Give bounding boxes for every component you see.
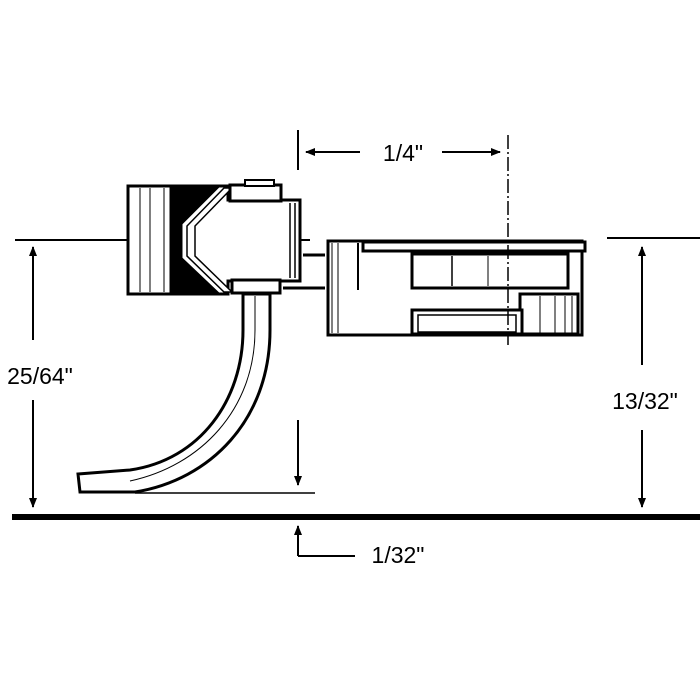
coupler-shank xyxy=(76,292,272,494)
dimension-label-quarter: 1/4" xyxy=(383,140,423,166)
dimension-label-left-height: 25/64" xyxy=(7,363,73,389)
draft-gear-box xyxy=(326,239,587,337)
dimension-label-clearance: 1/32" xyxy=(372,542,425,568)
dimension-label-right-height: 13/32" xyxy=(612,388,678,414)
shank-shading xyxy=(129,296,256,482)
coupler-head xyxy=(126,179,325,296)
